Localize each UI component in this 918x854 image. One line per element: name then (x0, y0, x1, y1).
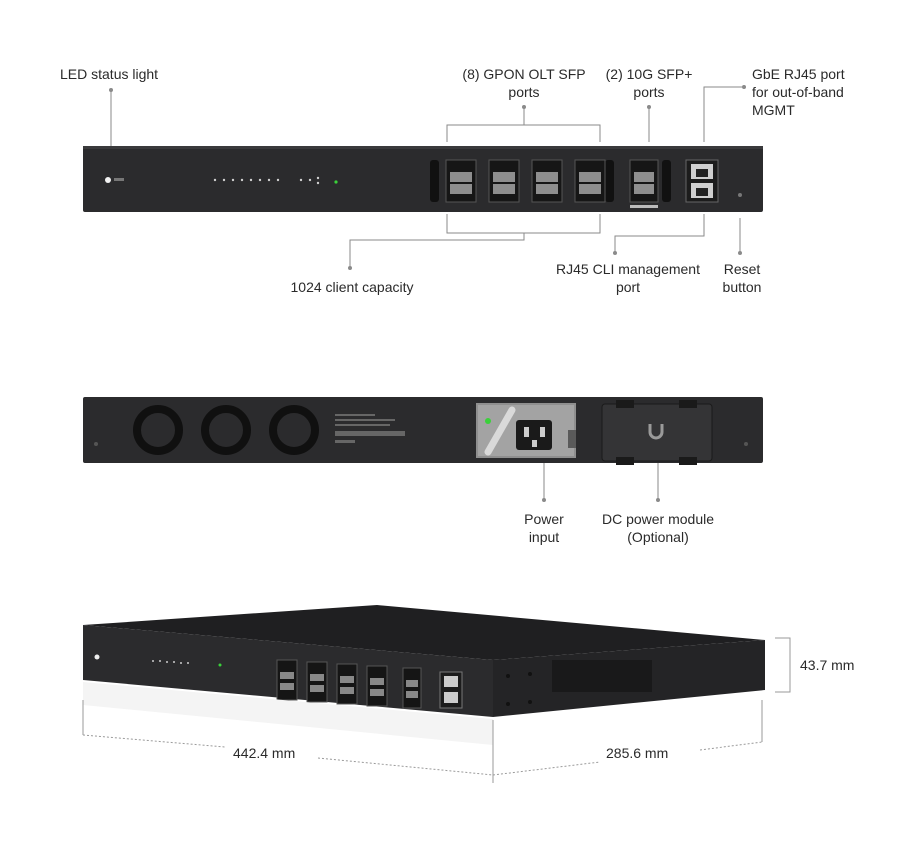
width-dimension-label: 442.4 mm (233, 745, 296, 761)
reset-button-icon (738, 193, 742, 197)
ubiquiti-logo-icon (648, 424, 664, 440)
power-input-label: Power input (524, 511, 564, 545)
rear-regulatory-text (335, 414, 405, 443)
front-chassis (83, 146, 763, 212)
power-led-icon (485, 418, 491, 424)
cli-port-label: RJ45 CLI management port (556, 261, 700, 295)
front-leader-lines (110, 86, 742, 268)
perspective-view (83, 605, 765, 745)
rj45-ports (685, 159, 719, 203)
client-capacity-label: 1024 client capacity (290, 279, 414, 295)
sfp10-ports-label: (2) 10G SFP+ ports (605, 66, 693, 100)
led-status-label: LED status light (60, 66, 159, 82)
gpon-ports-label: (8) GPON OLT SFP ports (462, 66, 586, 100)
front-vent-left (430, 160, 671, 202)
led-status-light-icon (105, 177, 111, 183)
rear-chassis (83, 397, 763, 463)
gpon-sfp-ports (445, 159, 606, 203)
rear-leader-lines (543, 463, 659, 500)
dc-module-label: DC power module (Optional) (601, 511, 715, 545)
ac-power-module (476, 403, 576, 458)
depth-dimension-label: 285.6 mm (606, 745, 669, 761)
sfp10-ports (629, 159, 659, 208)
dc-power-module-cover (601, 400, 713, 465)
port-led-row (213, 176, 320, 185)
height-dimension-label: 43.7 mm (800, 657, 855, 673)
dimension-lines (82, 637, 791, 783)
mgmt-port-label: GbE RJ45 port for out-of-band MGMT (752, 66, 845, 118)
green-led-icon (334, 180, 338, 184)
fan-vents (133, 405, 319, 455)
reset-button-label: Reset button (722, 261, 762, 295)
